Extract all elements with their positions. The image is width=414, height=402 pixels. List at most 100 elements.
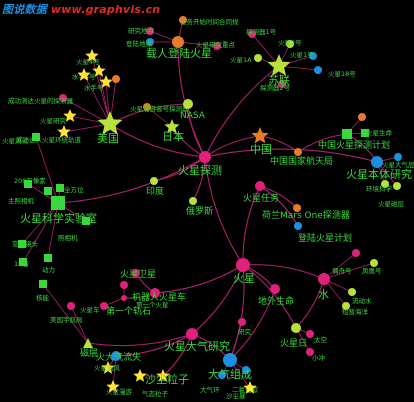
- leaf-node: [44, 254, 52, 262]
- graph-edge: [87, 333, 193, 347]
- node-mars-mission: [255, 181, 265, 191]
- leaf-node: [218, 371, 226, 379]
- graph-edge: [83, 74, 111, 125]
- node-label-magnet: 磁层: [80, 347, 98, 359]
- leaf-label: 火星漫游者号探测器: [130, 104, 189, 113]
- leaf-label: 水手号: [84, 83, 104, 92]
- leaf-node: [57, 125, 71, 138]
- node-label-mars-explore: 火星探测: [178, 164, 222, 177]
- graph-edge: [47, 202, 59, 259]
- node-label-rocket: 第一个轨石: [106, 305, 151, 317]
- graph-edge: [177, 41, 218, 47]
- graph-edge: [204, 148, 378, 163]
- node-label-mars-lab: 火星科学实验室: [20, 211, 97, 225]
- node-label-water: 水: [318, 288, 329, 301]
- leaf-node: [56, 184, 64, 192]
- leaf-label: 气态粒子: [142, 389, 169, 398]
- leaf-node: [243, 381, 257, 394]
- node-label-atmosphere: 火星大气研究: [164, 339, 230, 353]
- leaf-label: 太空: [314, 335, 328, 344]
- leaf-node: [112, 75, 120, 83]
- node-label-moon-mars: 登陆火星计划: [298, 232, 352, 244]
- leaf-node: [77, 68, 91, 81]
- graph-edge: [91, 55, 111, 125]
- leaf-node: [179, 16, 187, 24]
- leaf-label: 火星研究: [40, 116, 67, 125]
- leaf-node: [24, 180, 32, 188]
- graph-edge: [63, 123, 111, 133]
- leaf-node: [67, 302, 75, 310]
- leaf-label: 200万像素: [14, 176, 46, 185]
- leaf-node: [254, 54, 262, 62]
- leaf-node: [19, 258, 27, 266]
- leaf-label: 凤凰号: [362, 267, 382, 275]
- node-label-manned-mars: 载人登陆火星: [146, 46, 212, 60]
- node-life: [270, 284, 280, 294]
- leaf-node: [306, 348, 314, 356]
- graph-edge: [242, 185, 261, 266]
- watermark-url: www.graphvis.cn: [50, 3, 161, 16]
- leaf-label: 成功测达火星的探测器: [8, 96, 74, 105]
- node-label-japan: 日本: [162, 129, 184, 143]
- node-label-life: 地外生命: [258, 295, 294, 307]
- leaf-label: 全方位: [64, 185, 84, 194]
- leaf-node: [92, 64, 106, 77]
- leaf-node: [59, 94, 67, 102]
- node-usa: [97, 111, 123, 135]
- node-mars: [236, 258, 250, 272]
- leaf-node: [133, 369, 147, 382]
- node-label-mars-one: 荷兰Mars One探测器: [262, 209, 350, 221]
- leaf-label: 火星1A: [230, 56, 252, 64]
- node-label-mars: 火星: [233, 272, 255, 285]
- graph-edge: [154, 264, 244, 294]
- node-particles: [156, 369, 170, 382]
- leaf-label: 火星4号: [76, 58, 100, 66]
- leaf-node: [352, 249, 360, 257]
- leaf-node: [32, 133, 40, 141]
- graph-edge: [229, 264, 245, 361]
- leaf-node: [278, 80, 286, 88]
- node-atmosphere: [186, 328, 198, 340]
- leaf-node: [82, 217, 90, 225]
- leaf-node: [309, 52, 317, 60]
- graph-edge: [22, 202, 59, 263]
- graph-edge: [42, 283, 89, 344]
- leaf-node: [101, 361, 115, 374]
- leaf-label: 探测器1号: [246, 27, 277, 36]
- leaf-label: 照相机: [58, 233, 78, 242]
- leaf-node: [361, 129, 369, 137]
- leaf-label: 火星18号: [328, 70, 356, 78]
- node-nasa: [183, 99, 193, 109]
- leaf-node: [370, 259, 378, 267]
- node-mars-one: [293, 204, 301, 212]
- leaf-node: [358, 113, 366, 121]
- node-phobos: [132, 269, 140, 277]
- leaf-node: [238, 318, 246, 326]
- leaf-label: 火星研究重点: [196, 40, 236, 49]
- graph-edge: [251, 33, 280, 67]
- graph-edge: [278, 65, 319, 71]
- graph-edge: [204, 65, 280, 158]
- node-cn-mars-plan: [342, 129, 352, 139]
- leaf-label: 火星车: [80, 305, 100, 314]
- node-label-usa: 美国: [97, 132, 119, 145]
- node-japan: [164, 119, 180, 134]
- node-mars-body: [371, 156, 383, 168]
- graph-edge: [229, 288, 276, 361]
- leaf-node: [393, 182, 401, 190]
- leaf-label: 短暂海洋: [342, 307, 369, 316]
- graph-edge: [35, 136, 59, 204]
- node-label-soviet: 苏联: [268, 74, 290, 87]
- leaf-label: 动力: [42, 265, 55, 274]
- leaf-label: 大气环: [200, 385, 220, 394]
- leaf-label: 任务开始时间合同规: [180, 17, 239, 26]
- node-label-mars-mission: 火星任务: [243, 192, 279, 204]
- leaf-label: 1B台: [14, 259, 29, 268]
- leaf-label: 火星大气层: [382, 160, 414, 169]
- graph-edge: [146, 106, 173, 128]
- leaf-label: 第一个火星: [136, 300, 169, 309]
- leaf-node: [143, 103, 151, 111]
- graph-edge: [191, 264, 244, 335]
- node-label-russia: 俄罗斯: [186, 205, 213, 217]
- node-label-cn-mars-plan: 中国火星探测计划: [318, 139, 390, 151]
